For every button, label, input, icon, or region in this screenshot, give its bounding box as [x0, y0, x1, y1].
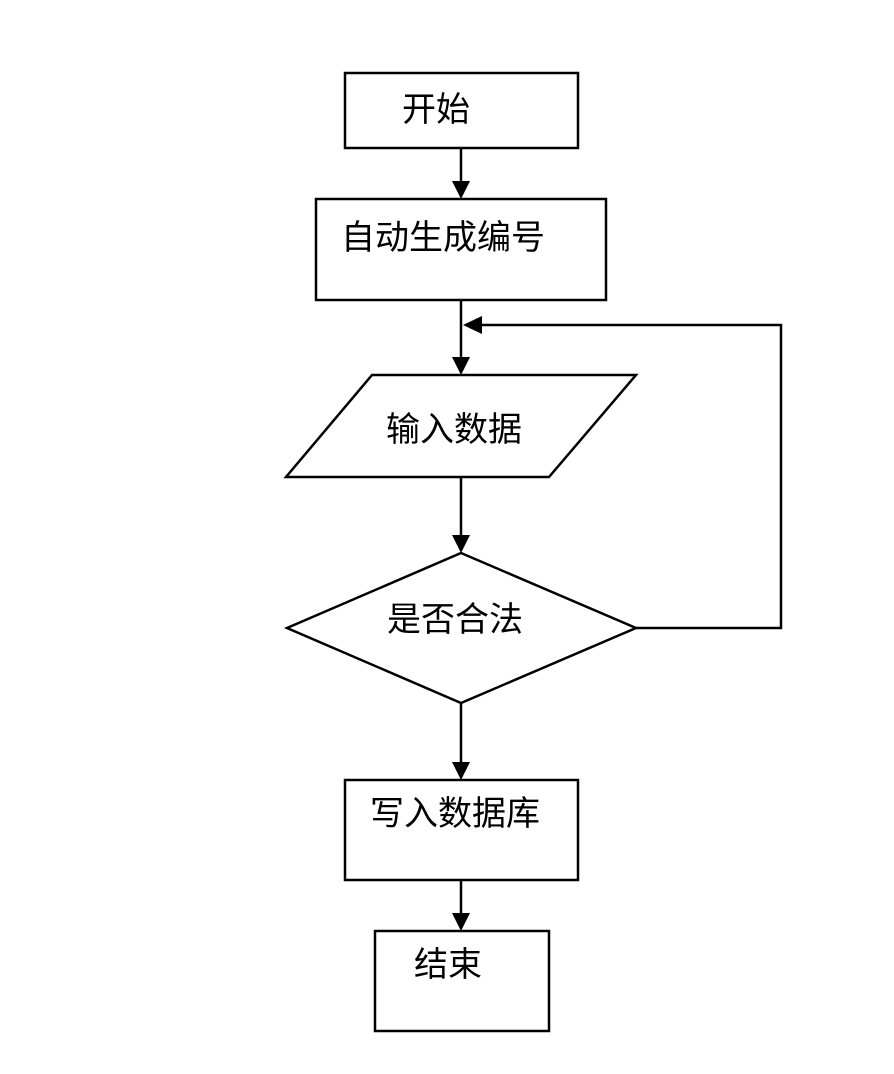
write-db-label: 写入数据库 — [370, 794, 540, 834]
node-input-data: 输入数据 — [283, 373, 639, 479]
node-end: 结束 — [373, 929, 551, 1033]
node-write-db: 写入数据库 — [343, 778, 580, 882]
input-data-parallelogram — [283, 373, 639, 479]
node-generate-id: 自动生成编号 — [314, 197, 608, 302]
generate-id-label: 自动生成编号 — [341, 218, 545, 258]
edge-generate-id-to-input-data — [452, 300, 470, 375]
is-valid-label: 是否合法 — [387, 600, 523, 640]
arrowhead-down — [452, 913, 470, 931]
input-data-label: 输入数据 — [386, 410, 522, 450]
node-start: 开始 — [343, 71, 580, 150]
arrowhead-down — [452, 181, 470, 199]
end-box — [373, 929, 551, 1033]
edge-input-data-to-is-valid — [452, 477, 470, 553]
edge-loop-line — [480, 323, 783, 630]
arrowhead-down — [452, 357, 470, 375]
end-label: 结束 — [414, 945, 482, 985]
edge-is-valid-to-write-db — [452, 703, 470, 780]
node-is-valid: 是否合法 — [283, 551, 640, 705]
start-label: 开始 — [402, 90, 470, 130]
arrowhead-down — [452, 535, 470, 553]
arrowhead-left — [463, 316, 482, 334]
generate-id-box — [314, 197, 608, 302]
edge-is-valid-loop-back — [463, 316, 783, 630]
edge-start-to-generate-id — [452, 148, 470, 199]
arrowhead-down — [452, 762, 470, 780]
edge-write-db-to-end — [452, 880, 470, 931]
start-box — [343, 71, 580, 150]
